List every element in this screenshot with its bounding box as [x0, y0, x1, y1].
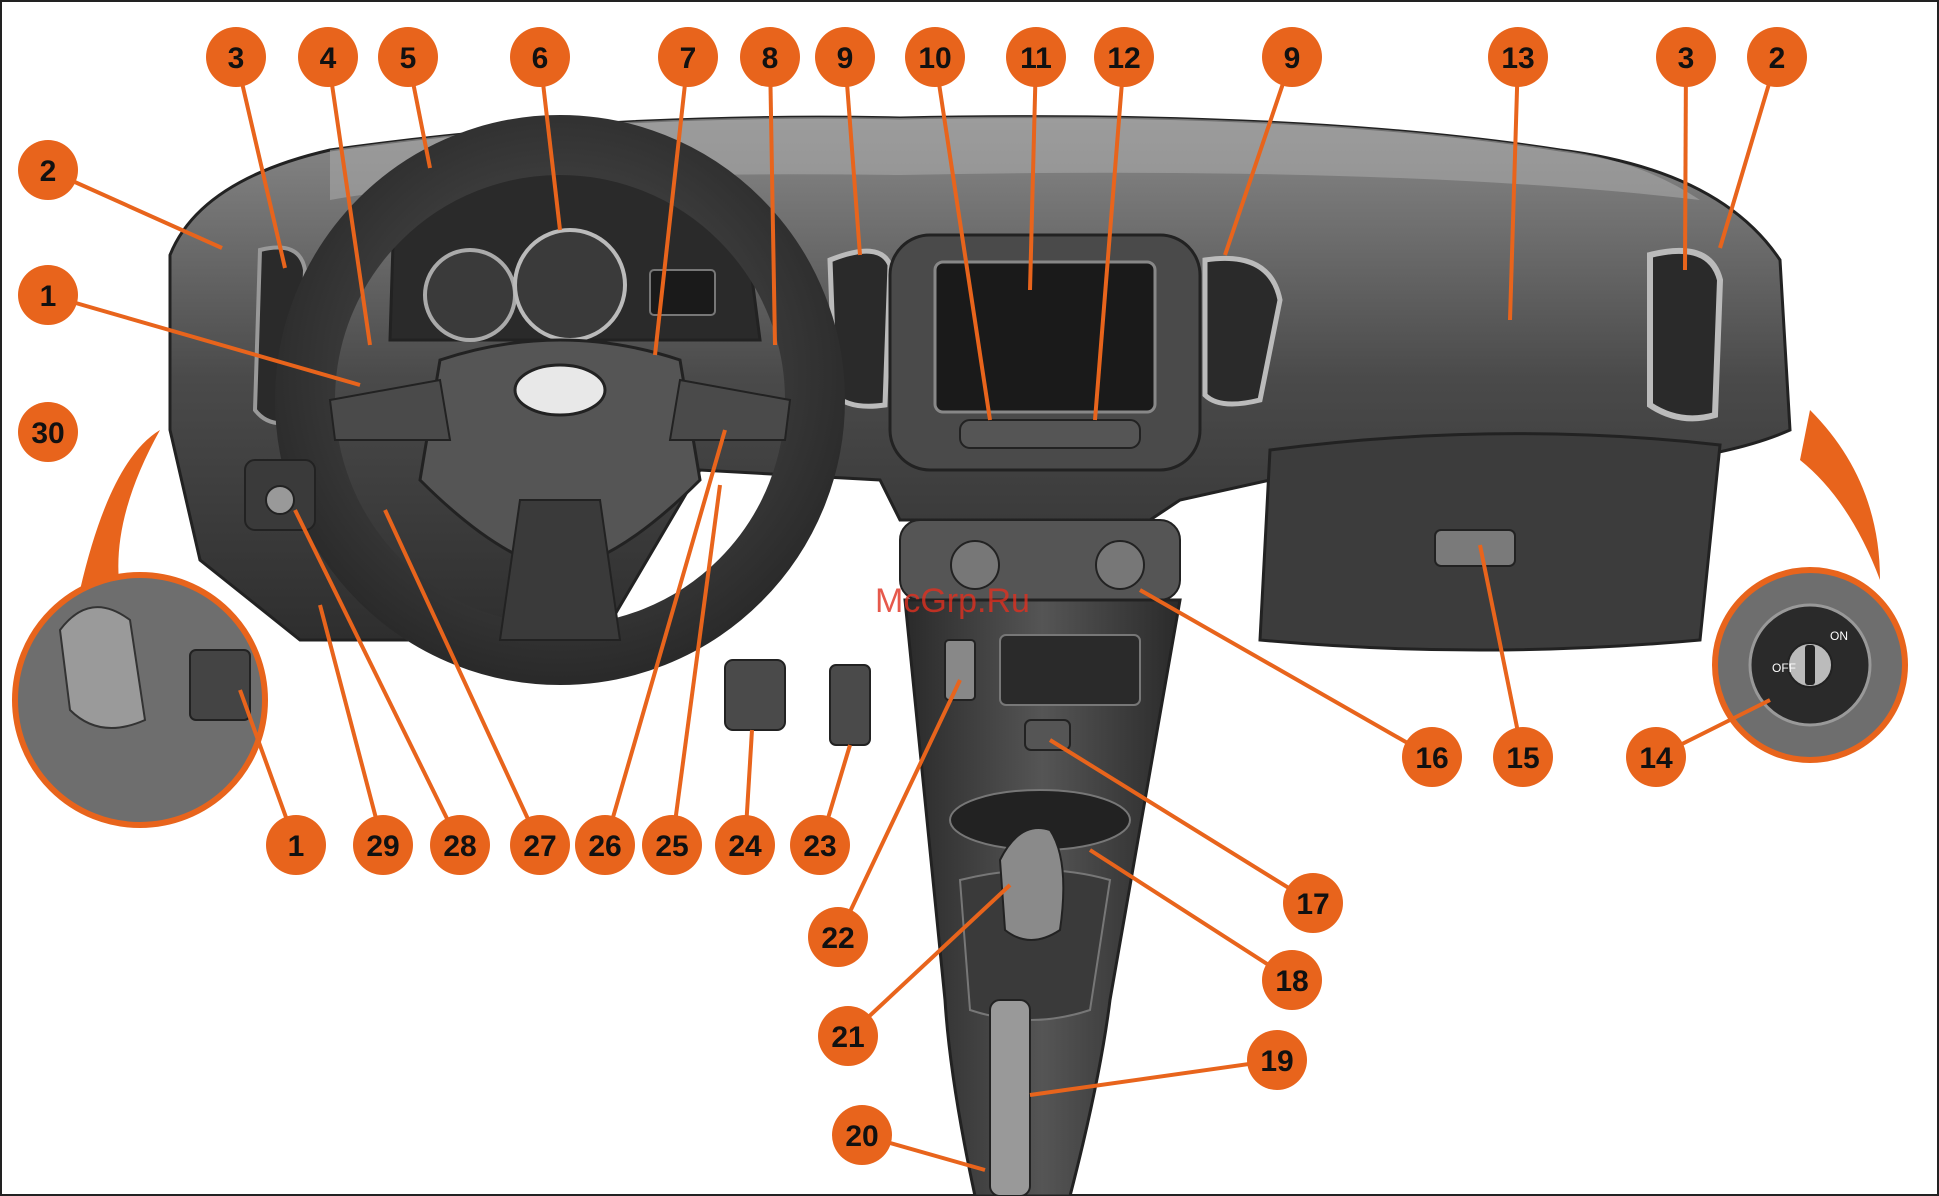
callout-2: 2 [18, 140, 78, 200]
callout-10: 10 [905, 27, 965, 87]
callout-12: 12 [1094, 27, 1154, 87]
callout-number: 29 [366, 830, 399, 863]
callout-number: 9 [837, 42, 854, 75]
callout-number: 22 [821, 922, 854, 955]
callout-3: 3 [1656, 27, 1716, 87]
callout-number: 21 [831, 1021, 864, 1054]
callout-18: 18 [1262, 950, 1322, 1010]
callout-number: 12 [1107, 42, 1140, 75]
callout-number: 3 [228, 42, 245, 75]
callout-6: 6 [510, 27, 570, 87]
callout-number: 20 [845, 1120, 878, 1153]
watermark: McGrp.Ru [875, 582, 1030, 620]
callout-9: 9 [815, 27, 875, 87]
callout-8: 8 [740, 27, 800, 87]
light-switch-knob [266, 486, 294, 514]
callout-number: 4 [320, 42, 337, 75]
callout-number: 1 [40, 280, 57, 313]
power-socket [1025, 720, 1070, 750]
usb-socket [945, 640, 975, 700]
callout-9: 9 [1262, 27, 1322, 87]
callout-4: 4 [298, 27, 358, 87]
steering-spoke-bottom [500, 500, 620, 640]
callout-20: 20 [832, 1105, 892, 1165]
glovebox-handle [1435, 530, 1515, 566]
callout-number: 14 [1639, 742, 1673, 775]
callout-19: 19 [1247, 1030, 1307, 1090]
inset-30-switch [190, 650, 250, 720]
callout-16: 16 [1402, 727, 1462, 787]
callout-14: 14 [1626, 727, 1686, 787]
callout-29: 29 [353, 815, 413, 875]
callout-number: 13 [1501, 42, 1534, 75]
steering-wheel-logo [515, 365, 605, 415]
multimedia-button-strip [960, 420, 1140, 448]
callout-number: 2 [1769, 42, 1786, 75]
callout-number: 24 [728, 830, 762, 863]
callout-28: 28 [430, 815, 490, 875]
tachometer [425, 250, 515, 340]
speedometer [515, 230, 625, 340]
callout-number: 26 [588, 830, 621, 863]
callout-24: 24 [715, 815, 775, 875]
callout-21: 21 [818, 1006, 878, 1066]
callout-13: 13 [1488, 27, 1548, 87]
callout-3: 3 [206, 27, 266, 87]
callout-1: 1 [266, 815, 326, 875]
callout-number: 11 [1020, 42, 1052, 75]
callout-5: 5 [378, 27, 438, 87]
callout-number: 1 [288, 830, 305, 863]
callout-number: 9 [1284, 42, 1301, 75]
callout-23: 23 [790, 815, 850, 875]
callout-number: 27 [523, 830, 556, 863]
ignition-on-label: ON [1830, 629, 1848, 643]
callout-number: 17 [1296, 888, 1329, 921]
callout-number: 25 [655, 830, 688, 863]
brake-pedal [725, 660, 785, 730]
callout-26: 26 [575, 815, 635, 875]
callout-17: 17 [1283, 873, 1343, 933]
gear-lever-knob [1000, 828, 1063, 940]
callout-number: 7 [680, 42, 697, 75]
callout-27: 27 [510, 815, 570, 875]
callout-number: 15 [1506, 742, 1539, 775]
callout-7: 7 [658, 27, 718, 87]
callout-number: 8 [762, 42, 779, 75]
climate-right-knob [1096, 541, 1144, 589]
callout-number: 28 [443, 830, 476, 863]
callout-number: 6 [532, 42, 549, 75]
callout-1: 1 [18, 265, 78, 325]
callout-number: 18 [1275, 965, 1308, 998]
ignition-key-bar [1805, 645, 1815, 685]
callout-11: 11 [1006, 27, 1066, 87]
callout-25: 25 [642, 815, 702, 875]
callout-number: 10 [918, 42, 951, 75]
callout-number: 23 [803, 830, 836, 863]
handbrake-lever [990, 1000, 1030, 1196]
callout-number: 19 [1260, 1045, 1293, 1078]
accelerator-pedal [830, 665, 870, 745]
storage-tray [1000, 635, 1140, 705]
callout-number: 2 [40, 155, 57, 188]
callout-15: 15 [1493, 727, 1553, 787]
callout-number: 30 [31, 417, 64, 450]
callout-2: 2 [1747, 27, 1807, 87]
callout-number: 5 [400, 42, 417, 75]
callout-30: 30 [18, 402, 78, 462]
callout-number: 3 [1678, 42, 1695, 75]
leader-line-3 [1685, 57, 1686, 270]
callout-number: 16 [1415, 742, 1448, 775]
right-outer-vent [1650, 251, 1720, 418]
ignition-off-label: OFF [1772, 661, 1796, 675]
callout-22: 22 [808, 907, 868, 967]
